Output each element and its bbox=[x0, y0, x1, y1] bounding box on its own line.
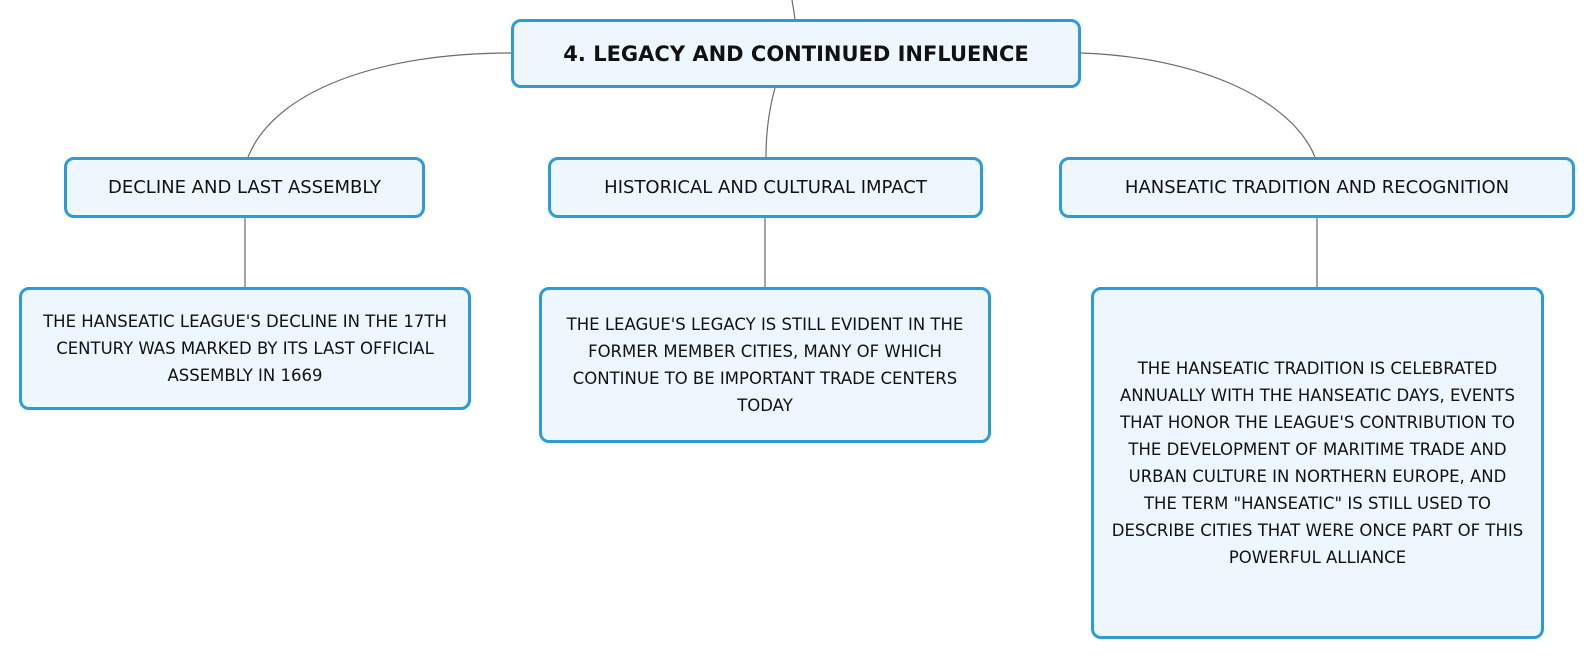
topic-label-historical-impact: HISTORICAL AND CULTURAL IMPACT bbox=[604, 177, 927, 198]
connector-parent-to-root bbox=[791, 0, 796, 20]
detail-node-historical-impact[interactable]: THE LEAGUE'S LEGACY IS STILL EVIDENT IN … bbox=[539, 287, 991, 443]
detail-text-hanseatic-tradition: THE HANSEATIC TRADITION IS CELEBRATED AN… bbox=[1111, 359, 1524, 567]
central-topic-label: 4. LEGACY AND CONTINUED INFLUENCE bbox=[563, 41, 1029, 66]
connector-root-to-decline bbox=[247, 52, 512, 158]
detail-node-decline[interactable]: THE HANSEATIC LEAGUE'S DECLINE IN THE 17… bbox=[19, 287, 471, 410]
topic-node-hanseatic-tradition[interactable]: HANSEATIC TRADITION AND RECOGNITION bbox=[1059, 157, 1575, 218]
detail-text-decline: THE HANSEATIC LEAGUE'S DECLINE IN THE 17… bbox=[43, 312, 447, 385]
detail-text-historical-impact: THE LEAGUE'S LEGACY IS STILL EVIDENT IN … bbox=[566, 315, 964, 415]
topic-label-decline: DECLINE AND LAST ASSEMBLY bbox=[107, 177, 381, 198]
connector-root-to-historical bbox=[765, 87, 776, 158]
connector-root-to-hanseatic bbox=[1080, 52, 1316, 158]
central-topic-node[interactable]: 4. LEGACY AND CONTINUED INFLUENCE bbox=[511, 19, 1081, 88]
topic-node-decline[interactable]: DECLINE AND LAST ASSEMBLY bbox=[64, 157, 425, 218]
topic-node-historical-impact[interactable]: HISTORICAL AND CULTURAL IMPACT bbox=[548, 157, 983, 218]
detail-node-hanseatic-tradition[interactable]: THE HANSEATIC TRADITION IS CELEBRATED AN… bbox=[1091, 287, 1544, 639]
topic-label-hanseatic-tradition: HANSEATIC TRADITION AND RECOGNITION bbox=[1124, 177, 1510, 198]
